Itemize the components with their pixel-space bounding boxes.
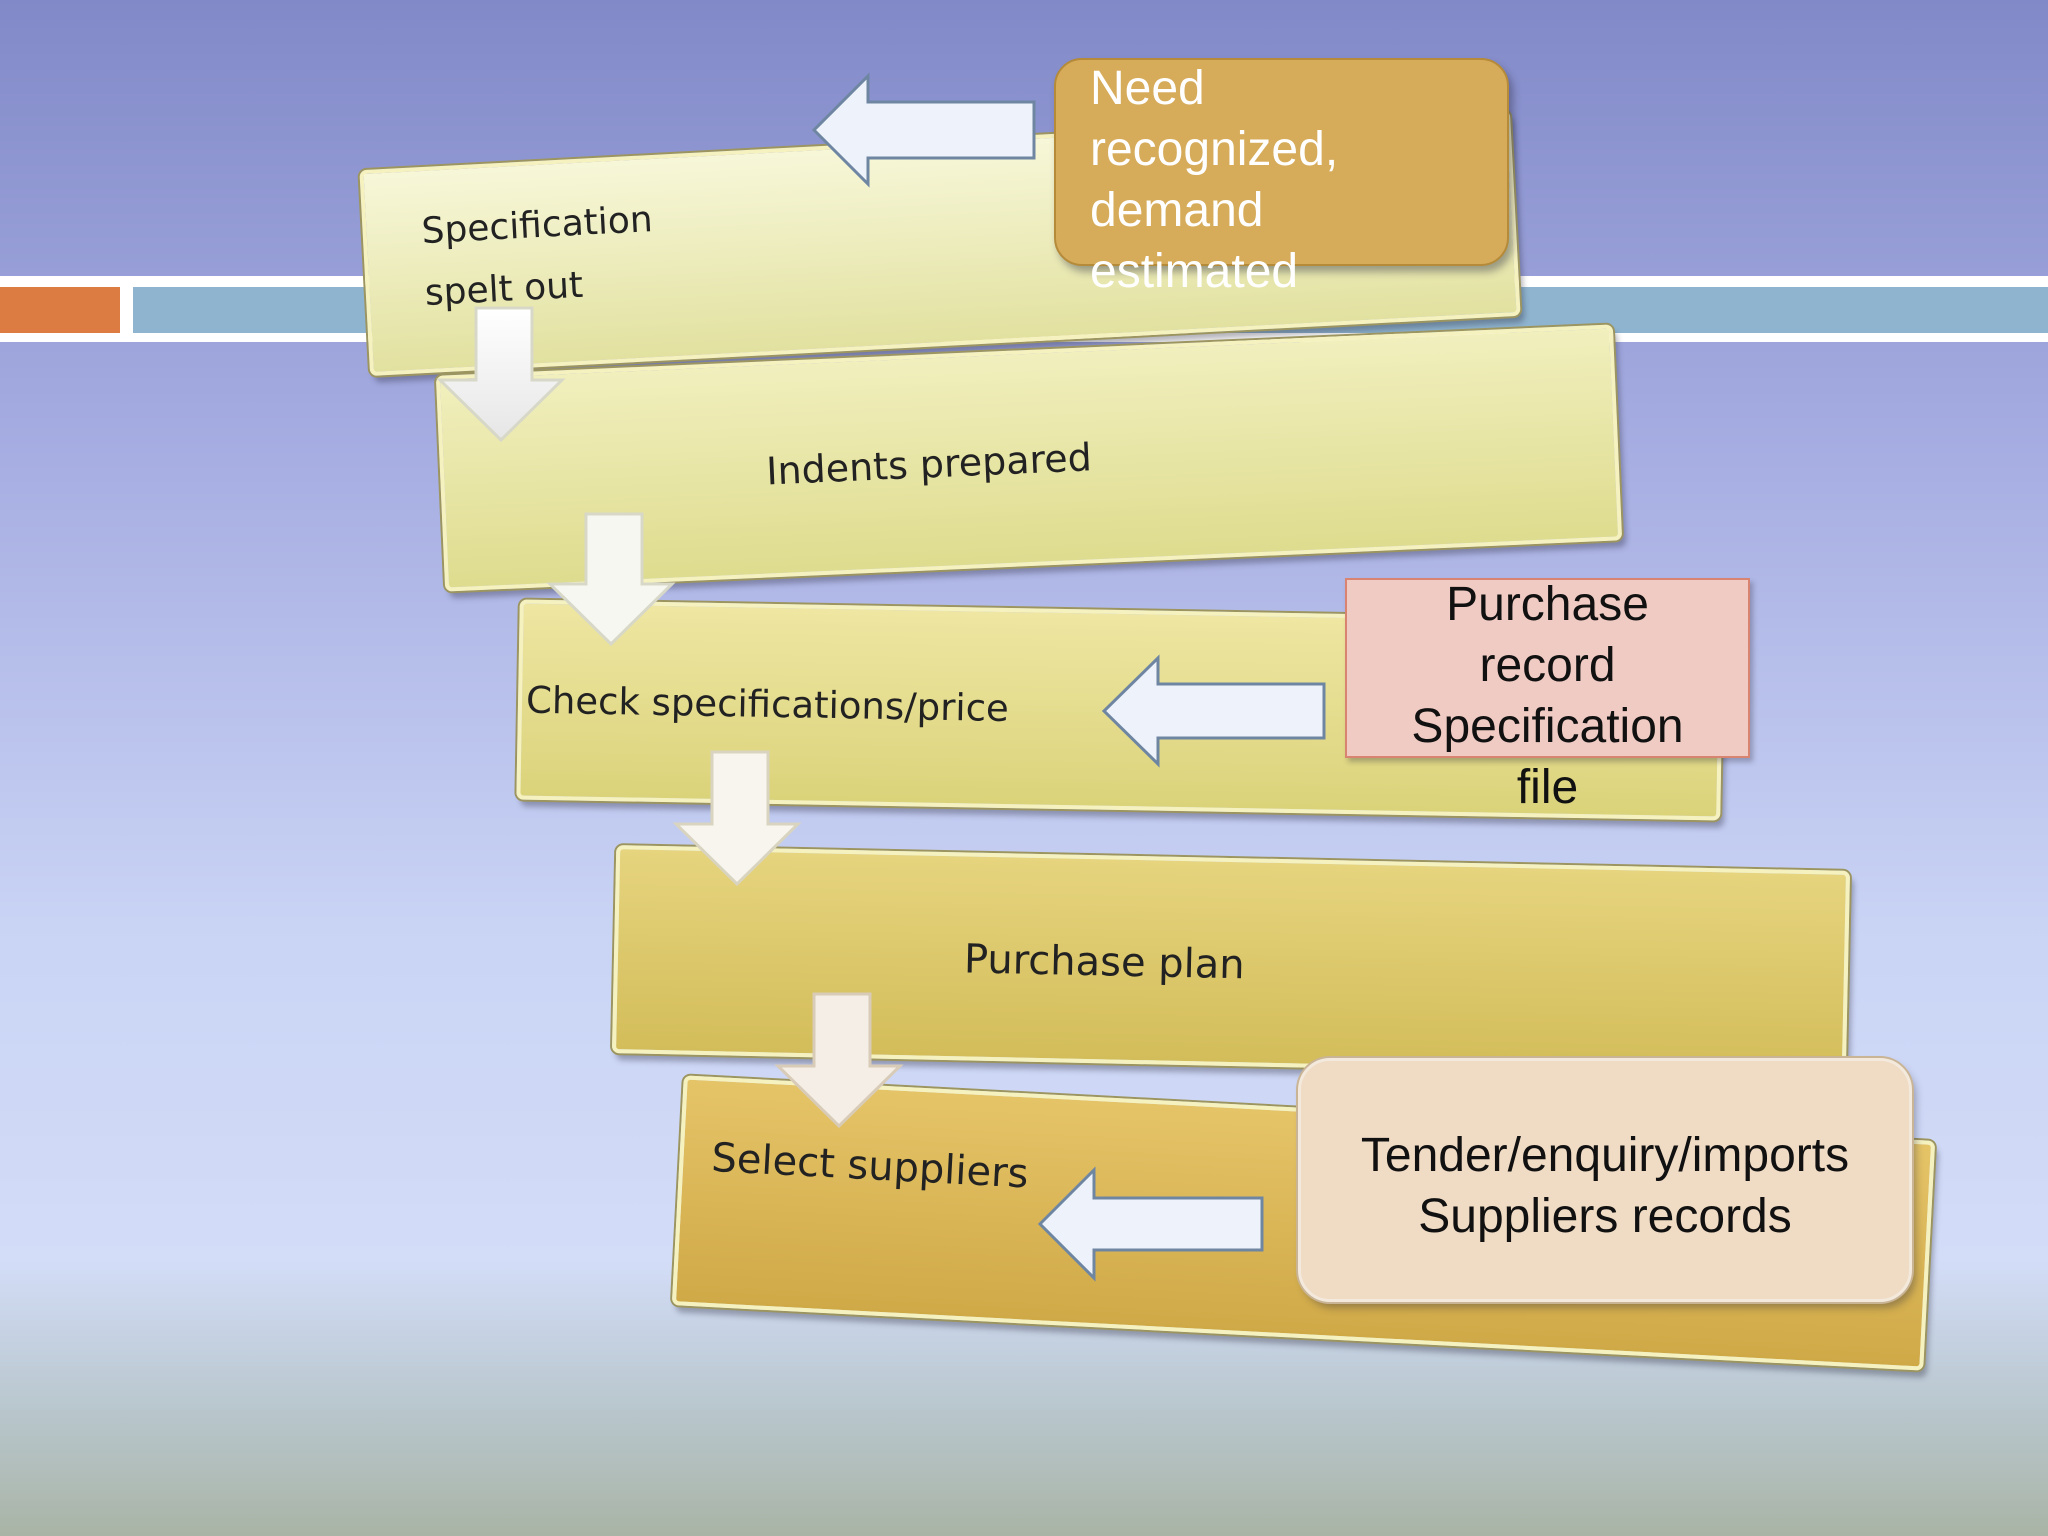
callout-line: record (1479, 639, 1616, 692)
arrow-down-icon (436, 306, 566, 443)
callout-line: estimated (1090, 245, 1299, 298)
callout-line: Need (1090, 62, 1205, 115)
callout-line: Purchase (1446, 578, 1649, 631)
arrow-down-icon (774, 992, 904, 1129)
arrow-left-icon (1037, 1166, 1264, 1282)
callout-line: recognized, (1090, 123, 1339, 176)
arrow-left-icon (811, 72, 1036, 188)
arrow-down-icon (546, 512, 676, 647)
step-label: Purchase plan (963, 936, 1246, 989)
callout-line: demand (1090, 184, 1264, 237)
step-label: Check specifications/price (525, 678, 1010, 731)
arrow-left-icon (1101, 654, 1326, 768)
callout-line: Tender/enquiry/imports (1360, 1129, 1850, 1182)
callout-line: Suppliers records (1418, 1190, 1792, 1243)
arrow-down-icon (672, 750, 802, 887)
callout-line: file (1516, 761, 1579, 814)
header-accent-orange (0, 287, 120, 333)
step-label: Specification spelt out (420, 199, 654, 314)
step-label: Select suppliers (710, 1134, 1030, 1198)
callout-purchase-record: Purchase record Specification file (1345, 578, 1750, 814)
callout-tender-enquiry: Tender/enquiry/imports Suppliers records (1298, 1058, 1912, 1302)
step-label: Indents prepared (765, 435, 1093, 494)
callout-need-recognized: Need recognized, demand estimated (1054, 58, 1509, 298)
callout-line: Specification (1411, 700, 1684, 753)
